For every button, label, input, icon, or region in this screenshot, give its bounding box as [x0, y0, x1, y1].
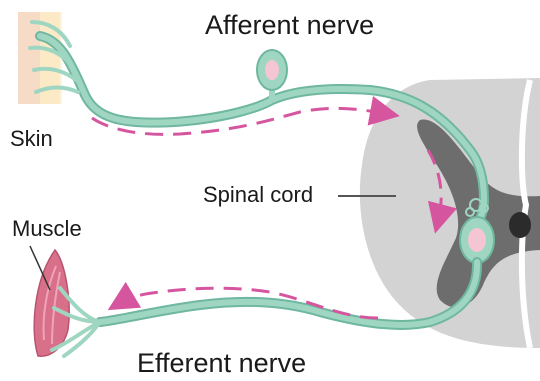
afferent-nerve-label: Afferent nerve: [205, 12, 374, 39]
muscle-label: Muscle: [12, 218, 82, 240]
skin-label: Skin: [10, 128, 53, 150]
central-canal: [509, 212, 531, 238]
spinal-cord-label: Spinal cord: [203, 184, 313, 206]
efferent-cell-body: [468, 228, 486, 252]
afferent-cell-body: [265, 60, 279, 80]
efferent-nerve-label: Efferent nerve: [137, 350, 306, 377]
